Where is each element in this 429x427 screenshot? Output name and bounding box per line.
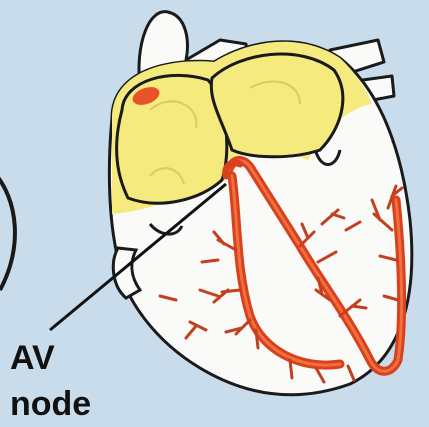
left-edge-outline bbox=[0, 170, 15, 290]
left-atrium bbox=[211, 54, 343, 157]
right-atrium bbox=[117, 75, 227, 203]
av-node-label-line1: AV bbox=[10, 338, 150, 378]
av-node-label-line2: node bbox=[10, 384, 150, 424]
